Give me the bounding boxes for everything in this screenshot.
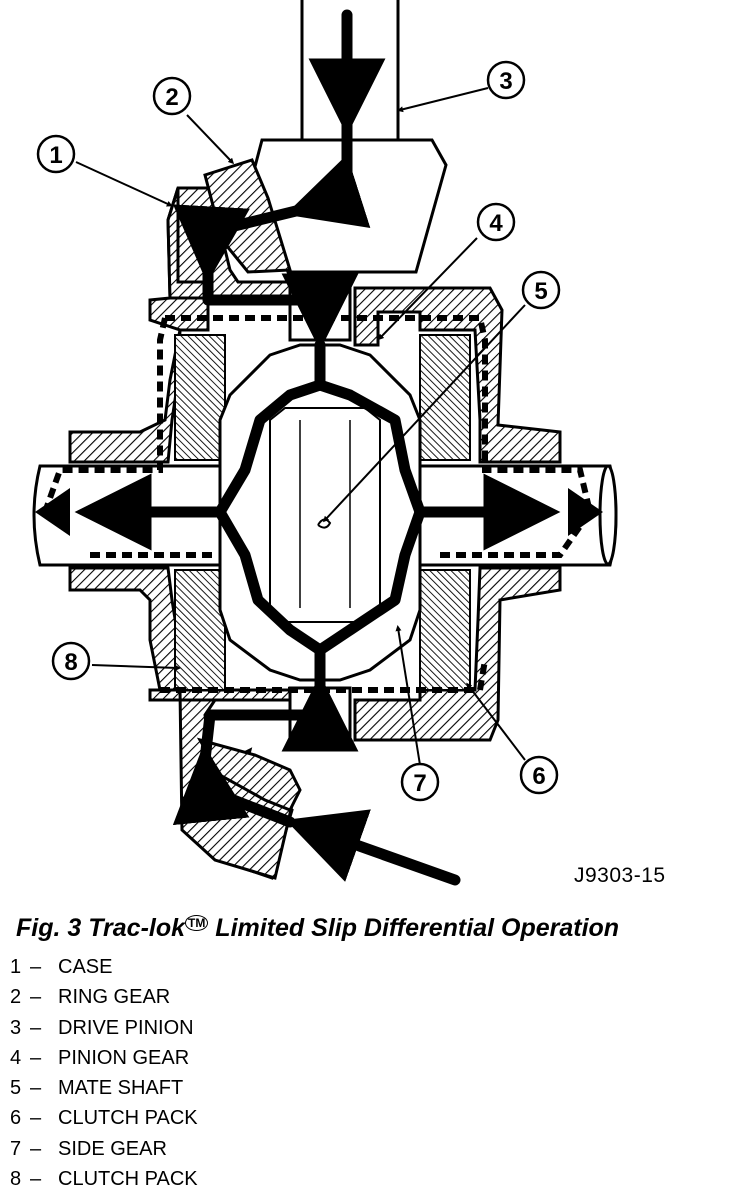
parts-legend: 1–CASE 2–RING GEAR 3–DRIVE PINION 4–PINI… xyxy=(10,955,198,1197)
legend-item: 4–PINION GEAR xyxy=(10,1046,190,1069)
figure-title-main: Fig. 3 Trac-lok xyxy=(16,914,186,942)
figure-title-rest: Limited Slip Differential Operation xyxy=(208,914,620,942)
callout-4: 4 xyxy=(476,202,516,242)
power-flow-solid xyxy=(74,9,561,886)
leader-lines xyxy=(75,87,526,766)
callout-1: 1 xyxy=(36,134,76,174)
legend-item: 3–DRIVE PINION xyxy=(10,1016,194,1039)
axle-arrowheads xyxy=(35,488,603,536)
trademark-mark: TM xyxy=(185,914,209,931)
callout-2: 2 xyxy=(152,76,192,116)
side-gear-housing xyxy=(218,343,422,682)
mate-shaft-mark xyxy=(317,518,332,529)
legend-item: 7–SIDE GEAR xyxy=(10,1137,167,1160)
callouts: 1 2 3 4 5 6 7 8 xyxy=(36,60,561,802)
legend-item: 8–CLUTCH PACK xyxy=(10,1168,198,1191)
svg-text:8: 8 xyxy=(64,649,77,676)
svg-text:1: 1 xyxy=(49,142,62,169)
callout-8: 8 xyxy=(51,641,91,681)
callout-6: 6 xyxy=(519,755,559,795)
callout-7: 7 xyxy=(400,762,440,802)
svg-text:2: 2 xyxy=(165,84,178,111)
callout-3: 3 xyxy=(486,60,526,100)
legend-item: 5–MATE SHAFT xyxy=(10,1077,184,1100)
legend-item: 6–CLUTCH PACK xyxy=(10,1107,198,1130)
power-flow-dashed xyxy=(42,315,593,693)
callout-5: 5 xyxy=(521,270,561,310)
legend-item: 2–RING GEAR xyxy=(10,986,171,1009)
figure-code: J9303-15 xyxy=(574,864,666,887)
clutch-packs xyxy=(174,334,471,691)
differential-diagram: 1 2 3 4 5 6 7 8 xyxy=(32,0,618,886)
svg-text:6: 6 xyxy=(532,763,545,790)
svg-text:7: 7 xyxy=(413,770,426,797)
svg-text:3: 3 xyxy=(499,68,512,95)
svg-text:4: 4 xyxy=(489,210,503,237)
svg-text:5: 5 xyxy=(534,278,547,305)
legend-item: 1–CASE xyxy=(10,956,113,978)
